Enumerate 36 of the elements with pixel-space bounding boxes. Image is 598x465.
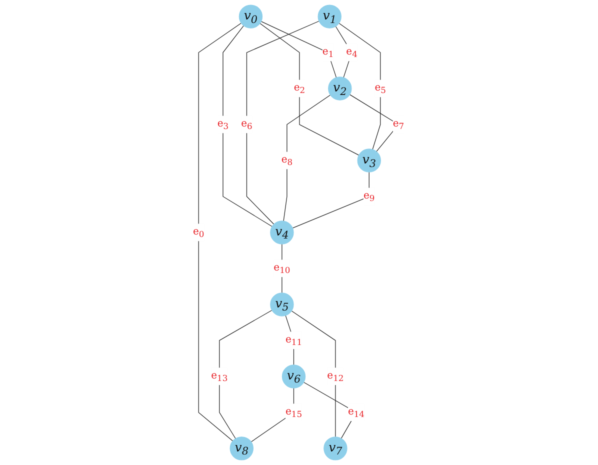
node-circle: v$_{3}$	[358, 148, 382, 172]
edge-label: e$_{6}$	[242, 116, 253, 132]
node-circle: v$_{0}$	[239, 4, 263, 28]
connector	[292, 172, 370, 228]
connector	[292, 310, 336, 438]
node-circle: v$_{6}$	[282, 364, 306, 388]
edge-label: e$_{15}$	[286, 404, 302, 420]
edge-label: e$_{9}$	[364, 188, 376, 204]
connector	[284, 94, 332, 222]
node-circle: v$_{5}$	[270, 292, 294, 316]
connector	[251, 388, 294, 442]
connector	[223, 25, 273, 227]
edge-label: e$_{12}$	[328, 368, 344, 384]
edge-label: e$_{1}$	[322, 44, 334, 60]
edge-label: e$_{0}$	[193, 224, 205, 240]
connector	[339, 22, 382, 150]
edge-label: e$_{10}$	[274, 260, 291, 276]
edge-label: e$_{5}$	[375, 80, 386, 96]
edge-label: e$_{2}$	[294, 80, 306, 96]
edge-label: e$_{13}$	[212, 368, 228, 384]
connector	[246, 20, 320, 225]
connector	[198, 22, 242, 442]
node-circle: v$_{8}$	[230, 436, 254, 460]
connector	[220, 310, 273, 439]
edge-label: e$_{8}$	[282, 152, 294, 168]
node-circle: v$_{1}$	[318, 4, 342, 28]
edge-label: e$_{11}$	[286, 332, 302, 348]
node-circle: v$_{2}$	[328, 76, 352, 100]
edge-label: e$_{3}$	[218, 116, 230, 132]
connector	[261, 21, 338, 78]
edge-label: e$_{4}$	[346, 44, 358, 60]
node-circle: v$_{4}$	[270, 220, 294, 244]
edge-label: e$_{7}$	[393, 116, 405, 132]
connector	[260, 23, 360, 156]
edge-label: e$_{14}$	[348, 404, 365, 420]
node-circle: v$_{7}$	[324, 436, 348, 460]
